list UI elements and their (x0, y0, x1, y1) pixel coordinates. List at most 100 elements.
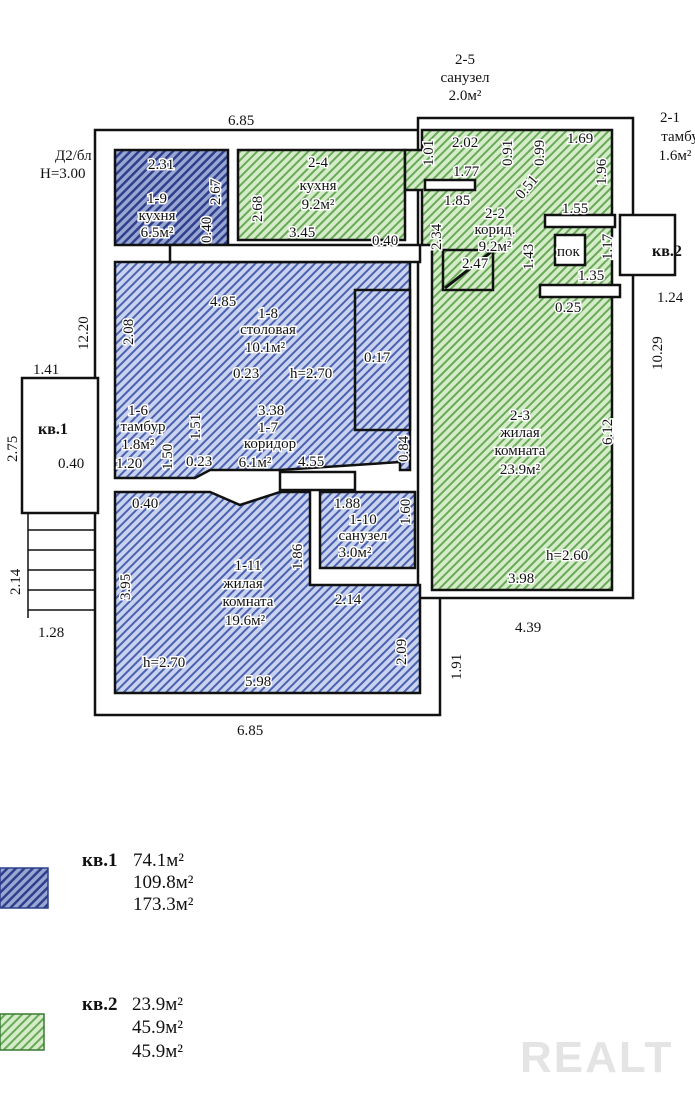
legend-value: 109.8м² (133, 872, 194, 893)
svg-text:10.1м²: 10.1м² (245, 340, 286, 356)
entrance-label-apt1: кв.1 (38, 421, 68, 438)
svg-text:0.40: 0.40 (199, 217, 215, 243)
svg-text:жилая: жилая (499, 425, 540, 441)
stove-diagonal (444, 250, 492, 290)
svg-text:1.96: 1.96 (594, 158, 610, 185)
svg-text:1.43: 1.43 (521, 244, 537, 270)
svg-text:0.91: 0.91 (500, 140, 516, 166)
legend-value: 45.9м² (132, 1017, 183, 1038)
svg-text:2.68: 2.68 (250, 196, 266, 222)
room-1-11-living (113, 490, 422, 695)
svg-text:19.6м²: 19.6м² (225, 613, 266, 629)
svg-text:2-1: 2-1 (660, 110, 680, 126)
svg-text:кухня: кухня (138, 208, 175, 224)
svg-text:2.09: 2.09 (394, 639, 410, 665)
svg-text:1-6: 1-6 (128, 403, 148, 419)
svg-text:коридор: коридор (244, 436, 296, 452)
svg-text:2.67: 2.67 (208, 178, 224, 205)
svg-text:9.2м²: 9.2м² (302, 197, 335, 213)
svg-text:1.17: 1.17 (600, 233, 616, 260)
svg-text:3.38: 3.38 (258, 403, 284, 419)
svg-text:0.23: 0.23 (233, 366, 259, 382)
watermark-logo: REALT (520, 1033, 673, 1082)
svg-text:0.25: 0.25 (555, 300, 581, 316)
porch-steps (27, 513, 95, 618)
svg-text:6.5м²: 6.5м² (141, 225, 174, 241)
stove-symbol (441, 248, 495, 292)
svg-text:3.0м²: 3.0м² (339, 545, 372, 561)
legend-swatch-apt2 (0, 1013, 45, 1051)
svg-text:1-8: 1-8 (258, 306, 278, 322)
legend-value: 173.3м² (133, 894, 194, 915)
svg-text:столовая: столовая (240, 322, 296, 338)
svg-text:корид.: корид. (475, 222, 516, 238)
legend-value: 74.1м² (133, 850, 184, 871)
svg-text:1.86: 1.86 (290, 543, 306, 570)
staircase (353, 288, 412, 432)
svg-text:1.20: 1.20 (116, 456, 142, 472)
svg-text:санузел: санузел (440, 70, 490, 86)
svg-text:1.55: 1.55 (562, 201, 588, 217)
svg-text:2-2: 2-2 (485, 206, 505, 222)
svg-text:h=2.70: h=2.70 (143, 655, 185, 671)
svg-text:1.6м²: 1.6м² (659, 148, 692, 164)
svg-text:2.75: 2.75 (5, 436, 21, 462)
svg-text:0.23: 0.23 (186, 454, 212, 470)
svg-text:9.2м²: 9.2м² (479, 239, 512, 255)
svg-text:1.91: 1.91 (449, 654, 465, 680)
svg-text:h=2.60: h=2.60 (546, 548, 588, 564)
svg-text:1.24: 1.24 (657, 290, 684, 306)
room-1-10-bathroom (318, 490, 417, 570)
svg-text:1-9: 1-9 (147, 191, 167, 207)
svg-text:0.84: 0.84 (396, 435, 412, 462)
entrance-porch-apt2 (618, 213, 677, 277)
svg-text:2.14: 2.14 (8, 568, 24, 595)
svg-text:h=2.70: h=2.70 (290, 366, 332, 382)
partition (538, 283, 622, 299)
svg-text:тамбур: тамбур (121, 419, 166, 435)
svg-text:4.55: 4.55 (298, 454, 324, 470)
svg-text:1.77: 1.77 (453, 164, 480, 180)
svg-text:1.28: 1.28 (38, 625, 64, 641)
partition (423, 178, 477, 192)
svg-text:2.47: 2.47 (462, 256, 489, 272)
svg-text:0.40: 0.40 (132, 496, 158, 512)
svg-text:2.08: 2.08 (121, 319, 137, 345)
room-2-4-kitchen (236, 148, 407, 242)
svg-text:комната: комната (223, 594, 274, 610)
svg-text:0.40: 0.40 (372, 233, 398, 249)
svg-text:2.34: 2.34 (429, 223, 445, 250)
room-2-2-2-3-2-5 (403, 128, 614, 592)
svg-text:кухня: кухня (299, 178, 336, 194)
ventilation-block (278, 470, 357, 492)
svg-text:4.85: 4.85 (210, 294, 236, 310)
svg-text:1-10: 1-10 (349, 512, 377, 528)
svg-text:10.29: 10.29 (650, 336, 666, 370)
svg-text:6.85: 6.85 (237, 723, 263, 739)
svg-text:3.98: 3.98 (508, 571, 534, 587)
svg-text:0.17: 0.17 (364, 350, 391, 366)
svg-text:5.98: 5.98 (245, 674, 271, 690)
svg-text:1.41: 1.41 (33, 362, 59, 378)
svg-text:1.88: 1.88 (334, 496, 360, 512)
svg-text:2.0м²: 2.0м² (449, 88, 482, 104)
svg-text:2-4: 2-4 (308, 155, 328, 171)
svg-text:2-3: 2-3 (510, 408, 530, 424)
partition (543, 213, 617, 229)
svg-text:тамбу: тамбу (661, 129, 695, 145)
legend-label-apt1: кв.1 (82, 850, 117, 871)
building-code: Д2/бл (55, 148, 92, 164)
interior-wall (168, 243, 422, 264)
building-height: H=3.00 (40, 166, 86, 182)
dimension-labels: 6.85 2.31 2.67 2.68 0.40 3.45 0.40 2.34 … (4, 112, 686, 741)
svg-text:0.40: 0.40 (58, 456, 84, 472)
svg-text:1.85: 1.85 (444, 193, 470, 209)
